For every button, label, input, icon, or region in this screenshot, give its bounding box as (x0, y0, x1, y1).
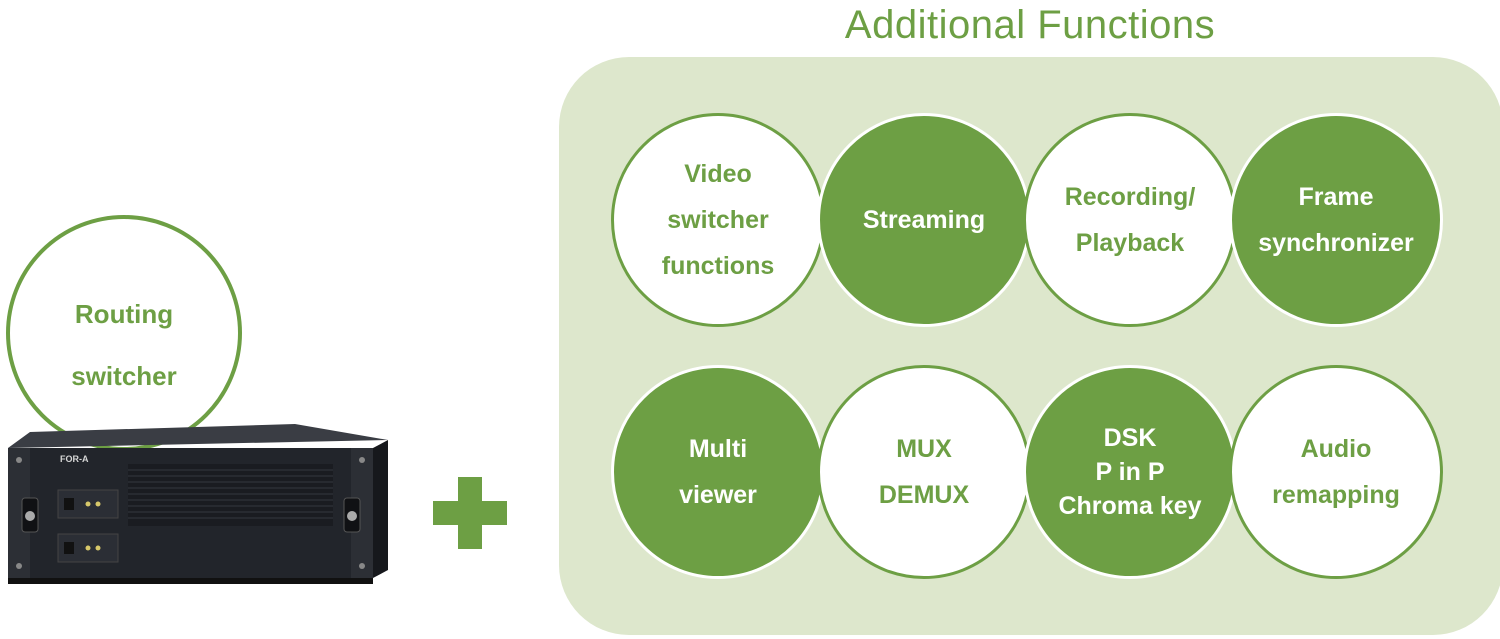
function-frame-synchronizer: Frame synchronizer (1229, 113, 1443, 327)
function-label: P in P (1095, 458, 1165, 486)
function-label: functions (661, 252, 775, 280)
device-brand: FOR-A (60, 454, 89, 464)
function-label: Streaming (862, 206, 986, 234)
function-label: DEMUX (878, 481, 970, 509)
function-dsk-pinp-chroma: DSK P in P Chroma key (1023, 365, 1237, 579)
function-label: switcher (667, 206, 769, 234)
function-video-switcher: Video switcher functions (611, 113, 825, 327)
function-label: Chroma key (1058, 492, 1202, 520)
function-label: remapping (1272, 481, 1400, 509)
function-audio-remapping: Audio remapping (1229, 365, 1443, 579)
routing-label-line-2: switcher (71, 361, 177, 391)
function-label: Video (684, 160, 752, 188)
routing-label-line-1: Routing (74, 299, 174, 329)
function-label: Audio (1300, 435, 1372, 463)
function-label: Playback (1075, 229, 1185, 257)
routing-switcher-circle (6, 215, 242, 451)
function-recording-playback: Recording/ Playback (1023, 113, 1237, 327)
function-streaming: Streaming (817, 113, 1031, 327)
function-label: viewer (679, 481, 757, 509)
function-mux-demux: MUX DEMUX (817, 365, 1031, 579)
function-multi-viewer: Multi viewer (611, 365, 825, 579)
routing-switcher-device-image: FOR-A (8, 424, 388, 584)
function-label: Recording/ (1064, 183, 1196, 211)
function-label: Frame (1298, 183, 1374, 211)
routing-switcher-label: Routing switcher (6, 283, 242, 407)
function-label: DSK (1103, 424, 1157, 452)
function-label: MUX (896, 435, 952, 463)
function-label: synchronizer (1258, 229, 1414, 257)
function-label: Multi (688, 435, 748, 463)
diagram-title: Additional Functions (844, 3, 1216, 47)
